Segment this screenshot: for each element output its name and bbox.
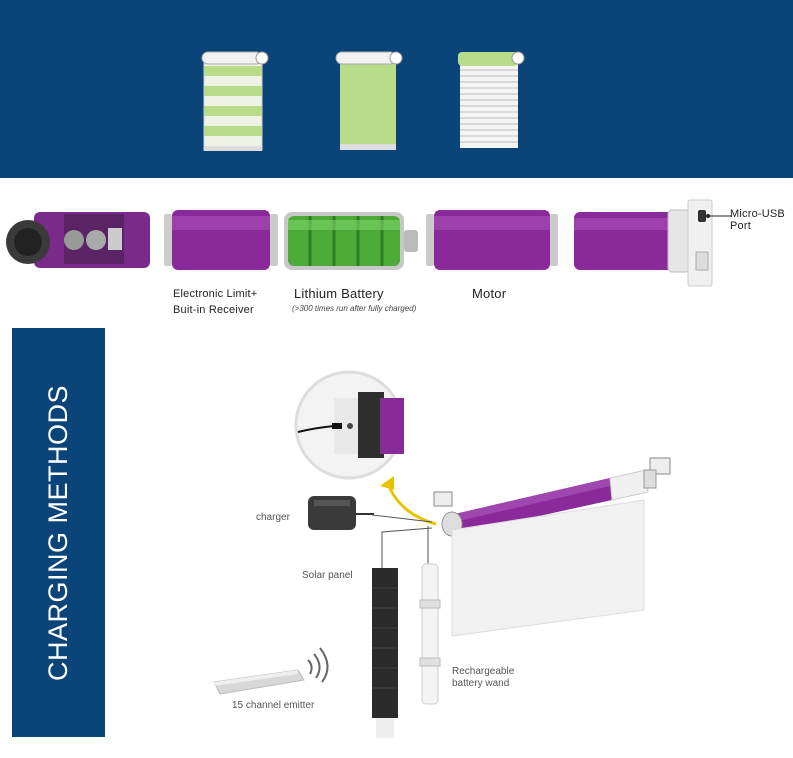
motor-components: Micro-USB Port Electronic Limit+ Buit-in… [0,178,793,323]
receiver-tube-icon [164,210,278,270]
charger-icon [308,496,374,530]
magnified-port-icon [294,370,404,480]
emitter-icon [213,647,329,695]
wiring-lines [371,514,433,570]
solar-panel-icon [372,568,398,738]
port-label: Micro-USB Port [730,208,785,232]
charging-methods-title: CHARGING METHODS [43,385,73,682]
battery-wand-label: Rechargeable battery wand [452,666,515,689]
emitter-label: 15 channel emitter [232,700,315,711]
port-pointer-line [706,214,732,218]
gearbox-icon [6,212,150,268]
roller-tube-icon [433,457,671,537]
battery-note: (>300 times run after fully charged) [292,304,417,313]
receiver-label: Electronic Limit+ Buit-in Receiver [173,288,258,316]
end-cap-icon [574,199,713,287]
zebra-blind-icon [201,51,269,151]
battery-icon [284,212,418,270]
battery-label: Lithium Battery [294,286,384,301]
honeycomb-blind-icon [458,51,525,148]
roller-blind-icon [335,51,403,150]
solar-panel-label: Solar panel [302,570,353,581]
top-banner [0,0,793,178]
roller-shade-icon [451,499,645,637]
charger-label: charger [256,512,290,523]
battery-wand-icon [419,563,441,705]
charging-methods-panel: CHARGING METHODS [12,328,105,737]
motor-label: Motor [472,286,507,301]
motor-tube-icon [426,210,558,270]
